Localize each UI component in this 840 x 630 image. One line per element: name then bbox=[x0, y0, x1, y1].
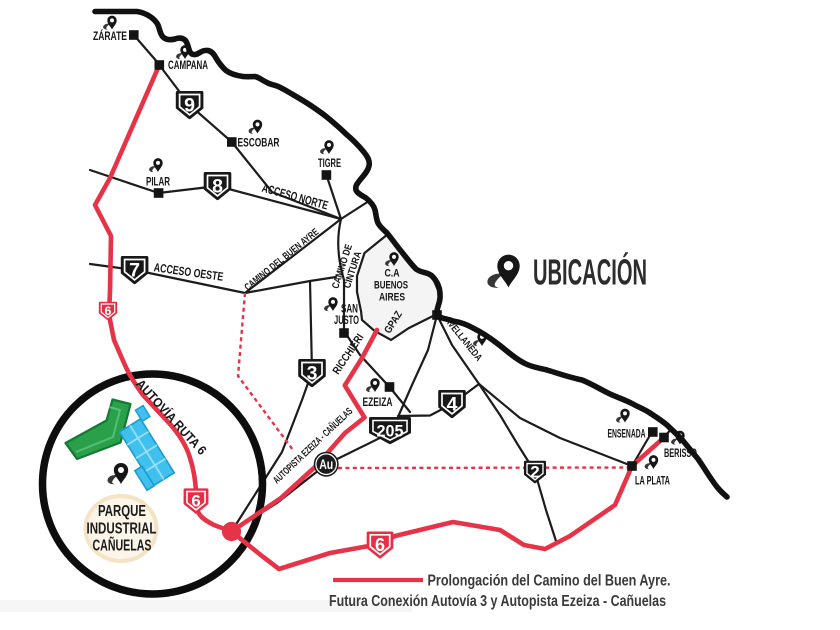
svg-text:CAMPANA: CAMPANA bbox=[168, 60, 208, 72]
svg-text:4: 4 bbox=[447, 394, 458, 416]
svg-text:ZÁRATE: ZÁRATE bbox=[93, 30, 127, 43]
svg-text:3: 3 bbox=[307, 363, 318, 385]
svg-text:Prolongación del Camino del Bu: Prolongación del Camino del Buen Ayre. bbox=[428, 573, 671, 590]
svg-text:SAN: SAN bbox=[341, 304, 358, 316]
svg-text:9: 9 bbox=[184, 95, 195, 117]
svg-text:CAÑUELAS: CAÑUELAS bbox=[93, 537, 152, 555]
svg-text:PARQUE: PARQUE bbox=[98, 503, 146, 520]
svg-text:AIRES: AIRES bbox=[379, 292, 405, 304]
svg-text:7: 7 bbox=[129, 260, 140, 282]
svg-text:BUENOS: BUENOS bbox=[374, 280, 408, 292]
svg-text:EZEIZA: EZEIZA bbox=[363, 397, 393, 409]
svg-text:C.A: C.A bbox=[385, 268, 400, 280]
svg-text:8: 8 bbox=[212, 176, 223, 198]
svg-text:JUSTO: JUSTO bbox=[334, 315, 359, 327]
svg-text:Futura Conexión Autovía 3 y Au: Futura Conexión Autovía 3 y Autopista Ez… bbox=[329, 593, 666, 610]
svg-text:205: 205 bbox=[377, 421, 404, 440]
svg-text:LA PLATA: LA PLATA bbox=[635, 476, 670, 488]
svg-text:TIGRE: TIGRE bbox=[318, 158, 341, 170]
svg-text:Au: Au bbox=[319, 457, 333, 472]
svg-text:2: 2 bbox=[530, 463, 539, 482]
svg-text:UBICACIÓN: UBICACIÓN bbox=[533, 251, 647, 293]
svg-text:PILAR: PILAR bbox=[146, 177, 170, 189]
svg-text:ENSENADA: ENSENADA bbox=[608, 429, 646, 441]
svg-text:INDUSTRIAL: INDUSTRIAL bbox=[87, 521, 157, 538]
svg-text:ESCOBAR: ESCOBAR bbox=[238, 138, 281, 150]
